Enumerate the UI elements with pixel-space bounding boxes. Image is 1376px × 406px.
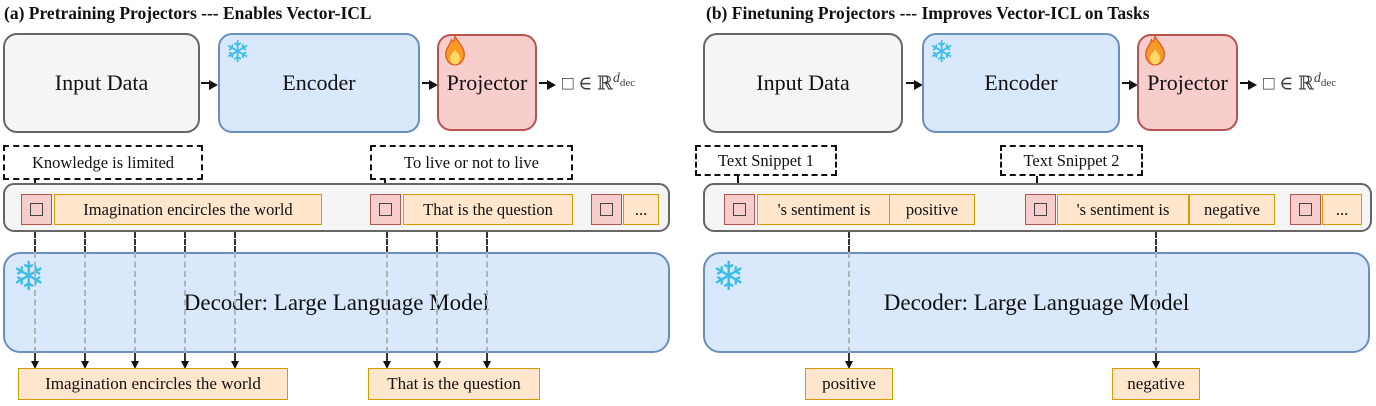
snowflake-icon: ❄ <box>225 35 251 70</box>
encoder-label: Encoder <box>984 70 1058 95</box>
text-token-label: negative <box>1204 199 1260 219</box>
token-strip-a: Imagination encircles the world That is … <box>3 183 670 232</box>
input-data-label: Input Data <box>54 70 149 95</box>
flow-arrow <box>422 80 438 90</box>
prompt-label-text: Knowledge is limited <box>31 152 175 172</box>
prompt-label-a2: To live or not to live <box>370 145 573 180</box>
vector-square-icon <box>379 203 392 216</box>
flame-icon <box>445 35 465 66</box>
encoder-label: Encoder <box>282 70 356 95</box>
input-data-label: Input Data <box>756 70 850 95</box>
panel-a-title: (a) Pretraining Projectors --- Enables V… <box>4 3 372 23</box>
flow-arrow <box>201 80 218 90</box>
vector-square-icon <box>1299 203 1312 216</box>
formula-sub: dec <box>1320 76 1337 89</box>
panel-b-title: (b) Finetuning Projectors --- Improves V… <box>706 3 1150 23</box>
text-token-label: positive <box>905 199 959 219</box>
text-token: ... <box>623 194 659 225</box>
formula-sup: d <box>1313 71 1321 86</box>
flame-icon <box>1145 35 1165 66</box>
formula-main: □ ∈ ℝ <box>1263 73 1314 95</box>
decoder-label: Decoder: Large Language Model <box>883 289 1190 315</box>
vector-square-icon <box>1034 203 1047 216</box>
input-data-box-b: Input Data <box>703 33 903 133</box>
prompt-label-text: Text Snippet 1 <box>717 150 814 170</box>
output-box: That is the question <box>368 368 540 400</box>
text-token-label: 's sentiment is <box>777 199 871 219</box>
vector-token-icon <box>724 194 755 225</box>
text-token: 's sentiment is <box>1057 194 1189 225</box>
vector-square-icon <box>600 203 613 216</box>
vector-token-icon <box>591 194 622 225</box>
prompt-label-b1: Text Snippet 1 <box>695 145 837 176</box>
flow-arrow <box>906 80 923 90</box>
embedding-formula-b: □ ∈ ℝddec <box>1263 71 1336 95</box>
formula-main: □ ∈ ℝ <box>562 73 613 95</box>
embedding-formula-a: □ ∈ ℝddec <box>562 71 635 95</box>
flow-arrow <box>539 80 556 90</box>
text-token: 's sentiment is <box>757 194 891 225</box>
text-token-label: ... <box>1335 199 1349 219</box>
input-data-box-a: Input Data <box>3 33 200 133</box>
text-token: negative <box>1189 194 1275 225</box>
output-text: negative <box>1127 374 1185 393</box>
vector-token-icon <box>1025 194 1056 225</box>
output-box: positive <box>805 368 893 400</box>
formula-sup: d <box>612 71 620 86</box>
text-token: That is the question <box>403 194 573 225</box>
vector-token-icon <box>21 194 52 225</box>
vector-token-icon <box>1290 194 1321 225</box>
vector-token-icon <box>370 194 401 225</box>
encoder-box-b: ❄ Encoder <box>922 33 1120 133</box>
projector-box-b: Projector <box>1137 34 1238 131</box>
output-box: negative <box>1112 368 1200 400</box>
output-box: Imagination encircles the world <box>18 368 288 400</box>
formula-sub: dec <box>619 76 636 89</box>
prompt-label-text: Text Snippet 2 <box>1023 150 1120 170</box>
output-text: That is the question <box>387 374 521 393</box>
projector-label: Projector <box>1147 69 1228 95</box>
snowflake-icon: ❄ <box>929 35 955 70</box>
projector-box-a: Projector <box>437 34 537 131</box>
output-text: positive <box>822 374 876 393</box>
snowflake-icon: ❄ <box>712 254 746 300</box>
encoder-box-a: ❄ Encoder <box>218 33 420 133</box>
prompt-label-b2: Text Snippet 2 <box>1000 145 1143 176</box>
snowflake-icon: ❄ <box>12 254 46 300</box>
text-token-label: Imagination encircles the world <box>83 199 293 219</box>
text-token-label: That is the question <box>423 199 553 219</box>
prompt-label-text: To live or not to live <box>404 152 539 172</box>
vector-square-icon <box>733 203 746 216</box>
flow-arrow <box>1240 80 1257 90</box>
token-strip-b: 's sentiment is positive 's sentiment is… <box>703 183 1372 232</box>
output-text: Imagination encircles the world <box>45 374 261 393</box>
text-token: ... <box>1322 194 1362 225</box>
text-token-label: ... <box>634 199 648 219</box>
text-token: Imagination encircles the world <box>54 194 322 225</box>
decoder-label: Decoder: Large Language Model <box>183 289 490 315</box>
vector-square-icon <box>30 203 43 216</box>
flow-arrow <box>1122 80 1138 90</box>
decoder-box-b: ❄ Decoder: Large Language Model <box>703 252 1370 353</box>
text-token: positive <box>889 194 975 225</box>
text-token-label: 's sentiment is <box>1076 199 1170 219</box>
prompt-label-a1: Knowledge is limited <box>3 145 203 180</box>
decoder-box-a: ❄ Decoder: Large Language Model <box>3 252 670 353</box>
projector-label: Projector <box>446 69 528 95</box>
